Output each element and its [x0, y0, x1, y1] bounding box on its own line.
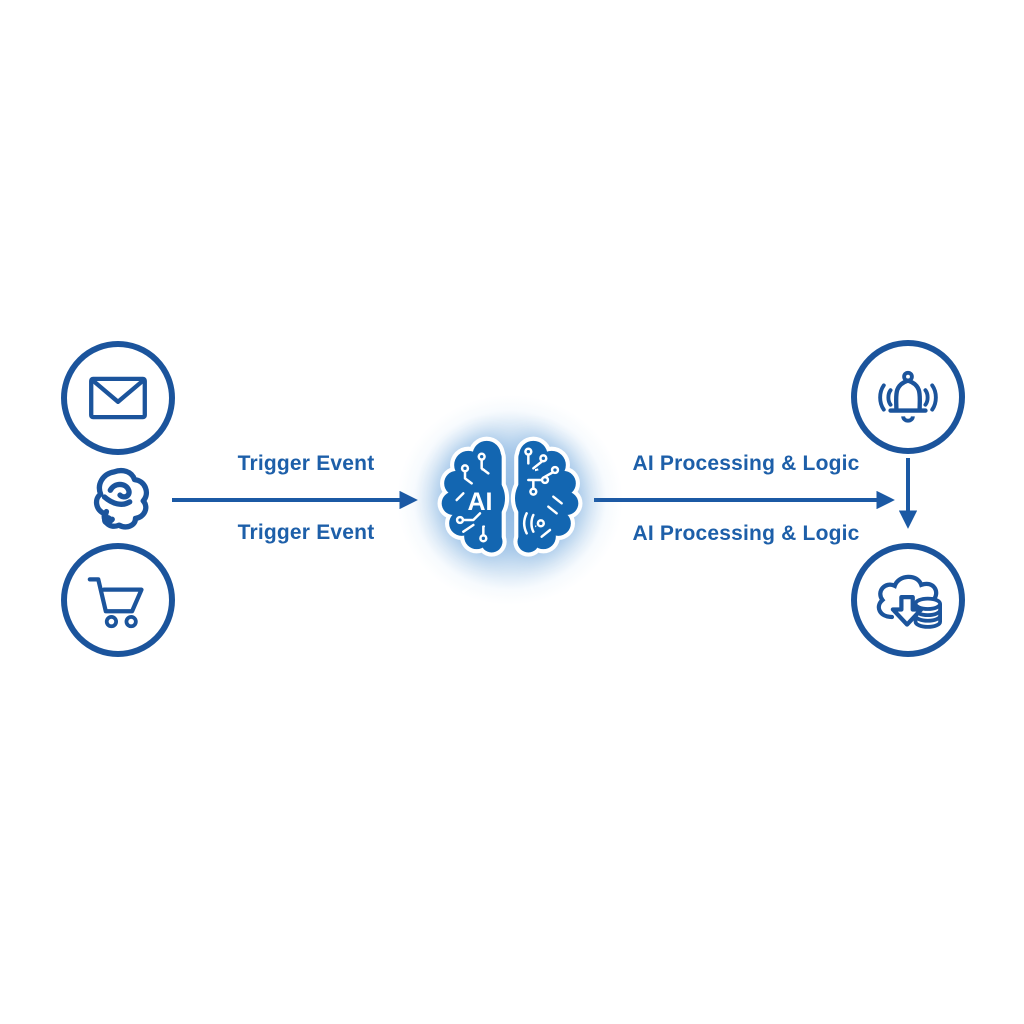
ai-core-label: AI — [468, 488, 493, 516]
ai-processing-label-top: AI Processing & Logic — [632, 452, 860, 475]
cloud-database-download-icon — [876, 574, 942, 629]
email-source-node — [61, 341, 175, 455]
notification-bell-icon — [878, 370, 938, 423]
ai-processing-label-bottom: AI Processing & Logic — [632, 522, 860, 545]
trigger-event-label-top: Trigger Event — [237, 452, 375, 475]
shopping-cart-icon — [87, 577, 144, 629]
trigger-event-label-bottom: Trigger Event — [237, 521, 375, 544]
notification-output-node — [851, 340, 965, 454]
cart-source-node — [61, 543, 175, 657]
storage-output-node — [851, 543, 965, 657]
chat-blob-icon — [93, 467, 149, 530]
email-icon — [89, 376, 147, 420]
ai-brain-icon: AI — [437, 436, 583, 557]
